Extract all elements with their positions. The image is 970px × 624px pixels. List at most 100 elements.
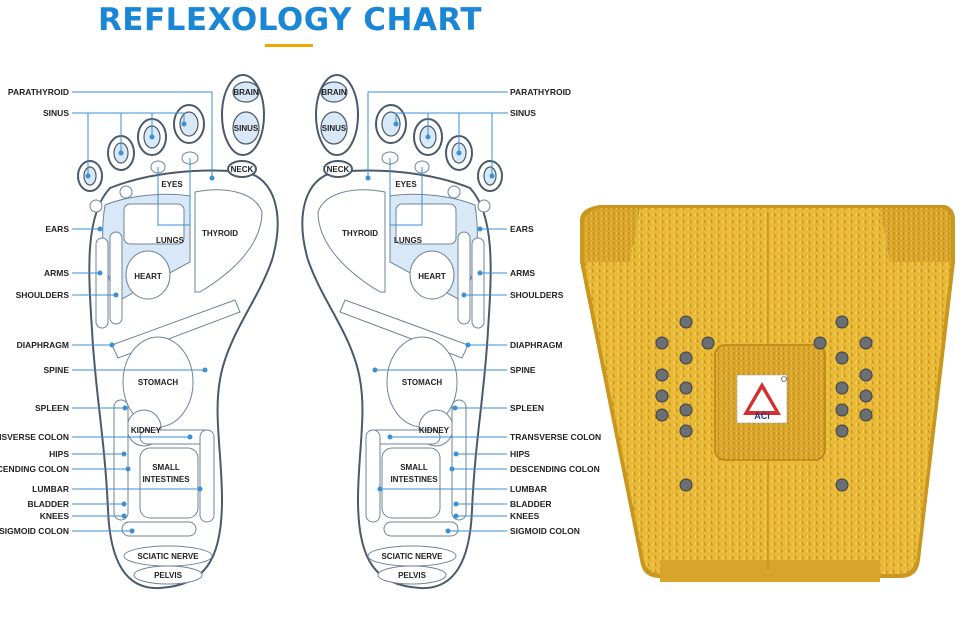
left-label-diaphragm: DIAPHRAGM bbox=[17, 340, 69, 350]
left-foot: BRAIN SINUS NECK EYES LUNGS THYROID HEAR… bbox=[72, 74, 279, 590]
right-organ-sciatic: SCIATIC NERVE bbox=[381, 552, 443, 561]
right-leader-dot bbox=[377, 486, 383, 492]
left-arm-zone bbox=[95, 237, 109, 329]
left-eyes-leader bbox=[157, 158, 191, 226]
left-label-descending-colon: DESCENDING COLON bbox=[0, 464, 69, 474]
right-organ-intestines: INTESTINES bbox=[390, 475, 438, 484]
mat-magnet-group bbox=[655, 315, 873, 492]
mat-magnet bbox=[859, 389, 873, 403]
right-organ-lungs: LUNGS bbox=[394, 236, 423, 245]
right-leader-dot bbox=[461, 292, 467, 298]
left-label-bladder: BLADDER bbox=[27, 499, 69, 509]
left-organ-stomach: STOMACH bbox=[138, 378, 179, 387]
right-leader-dot bbox=[372, 367, 378, 373]
left-sinus-leader bbox=[72, 112, 185, 176]
mat-corner-left bbox=[584, 208, 640, 262]
mat-magnet bbox=[679, 351, 693, 365]
mat-magnet bbox=[835, 381, 849, 395]
mat-magnet bbox=[679, 381, 693, 395]
left-organ-sciatic: SCIATIC NERVE bbox=[137, 552, 199, 561]
left-hip-zone bbox=[199, 429, 215, 523]
left-leader-dot bbox=[202, 367, 208, 373]
left-organ-small: SMALL bbox=[152, 463, 180, 472]
left-organ-intestines: INTESTINES bbox=[142, 475, 190, 484]
mat-magnet bbox=[835, 351, 849, 365]
left-organ-sinus: SINUS bbox=[234, 124, 259, 133]
left-leader-dot bbox=[109, 342, 115, 348]
right-organ-neck: NECK bbox=[327, 165, 350, 174]
mat-magnet bbox=[835, 403, 849, 417]
mat-foot-tab bbox=[660, 560, 880, 582]
left-small-intestines bbox=[139, 447, 199, 519]
left-big-toe-sinus bbox=[232, 111, 260, 145]
mat-logo-triangle-inner bbox=[749, 389, 775, 411]
right-organ-pelvis: PELVIS bbox=[398, 571, 427, 580]
right-label-shoulders: SHOULDERS bbox=[510, 290, 564, 300]
right-leader-dot bbox=[387, 434, 393, 440]
right-organ-eyes: EYES bbox=[395, 180, 417, 189]
mat-logo-registered-icon bbox=[781, 376, 787, 382]
left-leader-dot bbox=[121, 513, 127, 519]
right-organ-stomach: STOMACH bbox=[402, 378, 443, 387]
right-label-descending-colon: DESCENDING COLON bbox=[510, 464, 600, 474]
left-label-arms: ARMS bbox=[44, 268, 69, 278]
left-ear-zone-2 bbox=[119, 185, 133, 199]
right-label-transverse-colon: TRANSVERSE COLON bbox=[510, 432, 601, 442]
left-leader-dot bbox=[97, 226, 103, 232]
left-leader-dot bbox=[125, 466, 131, 472]
left-label-lumbar: LUMBAR bbox=[32, 484, 69, 494]
left-thyroid-zone bbox=[194, 189, 263, 293]
left-pelvis-zone bbox=[133, 565, 203, 585]
mat-logo-text: ACi bbox=[754, 411, 770, 421]
right-leader-dot bbox=[453, 501, 459, 507]
mat-magnet bbox=[679, 403, 693, 417]
left-parathyroid-leader bbox=[72, 91, 213, 178]
right-label-parathyroid: PARATHYROID bbox=[510, 87, 571, 97]
right-organ-thyroid: THYROID bbox=[342, 229, 378, 238]
left-heart-zone bbox=[125, 250, 171, 300]
right-organ-heart: HEART bbox=[418, 272, 446, 281]
left-leader-lines bbox=[72, 226, 208, 534]
mat-magnet bbox=[859, 368, 873, 382]
mat-magnet bbox=[859, 408, 873, 422]
left-label-ears: EARS bbox=[45, 224, 69, 234]
right-label-sigmoid-colon: SIGMOID COLON bbox=[510, 526, 580, 536]
left-leader-dot bbox=[121, 451, 127, 457]
mat-magnet bbox=[679, 424, 693, 438]
left-label-parathyroid: PARATHYROID bbox=[8, 87, 69, 97]
right-label-ears: EARS bbox=[510, 224, 534, 234]
left-label-shoulders: SHOULDERS bbox=[16, 290, 70, 300]
title-underline bbox=[265, 44, 313, 47]
right-foot bbox=[301, 74, 508, 590]
right-label-hips: HIPS bbox=[510, 449, 530, 459]
left-label-spleen: SPLEEN bbox=[35, 403, 69, 413]
left-lungs-inner bbox=[123, 203, 185, 245]
mat-magnet bbox=[813, 336, 827, 350]
left-label-hips: HIPS bbox=[49, 449, 69, 459]
right-label-arms: ARMS bbox=[510, 268, 535, 278]
left-leader-dot bbox=[122, 405, 128, 411]
left-neck-zone bbox=[227, 160, 257, 178]
left-organ-thyroid: THYROID bbox=[202, 229, 238, 238]
left-leader-dot bbox=[187, 434, 193, 440]
left-parathyroid-dot bbox=[209, 175, 215, 181]
right-leader-dot bbox=[453, 513, 459, 519]
mat-magnet bbox=[835, 478, 849, 492]
left-organ-brain: BRAIN bbox=[233, 88, 259, 97]
right-leader-dot bbox=[445, 528, 451, 534]
mat-magnet bbox=[835, 424, 849, 438]
right-label-column: PARATHYROID SINUS EARS ARMS SHOULDERS DI… bbox=[510, 87, 601, 536]
left-label-column: PARATHYROID SINUS EARS ARMS SHOULDERS DI… bbox=[0, 87, 69, 536]
right-label-lumbar: LUMBAR bbox=[510, 484, 547, 494]
left-label-sinus: SINUS bbox=[43, 108, 69, 118]
left-organ-heart: HEART bbox=[134, 272, 162, 281]
right-leader-dot bbox=[465, 342, 471, 348]
left-leader-dot bbox=[197, 486, 203, 492]
right-label-knees: KNEES bbox=[510, 511, 540, 521]
mat-magnet bbox=[655, 368, 669, 382]
left-label-transverse-colon: TRANSVERSE COLON bbox=[0, 432, 69, 442]
right-leader-dot bbox=[452, 405, 458, 411]
left-label-spine: SPINE bbox=[43, 365, 69, 375]
mat-magnet bbox=[679, 478, 693, 492]
